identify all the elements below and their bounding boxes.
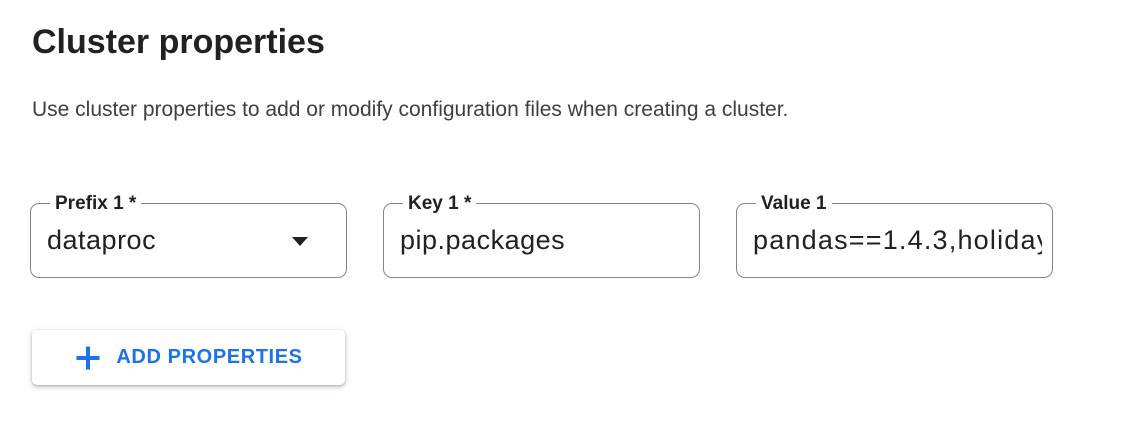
- add-properties-label: ADD PROPERTIES: [116, 346, 303, 368]
- prefix-label: Prefix 1 *: [50, 192, 142, 215]
- key-field: Key 1 *: [383, 192, 700, 278]
- plus-icon: [76, 346, 100, 369]
- section-description: Use cluster properties to add or modify …: [32, 98, 789, 121]
- prefix-selected-value: dataproc: [47, 225, 157, 255]
- add-properties-button[interactable]: ADD PROPERTIES: [32, 330, 345, 385]
- key-input[interactable]: [384, 204, 699, 277]
- dropdown-arrow-icon: [292, 236, 308, 246]
- value-field: Value 1: [736, 192, 1053, 278]
- prefix-dropdown[interactable]: Prefix 1 * dataproc: [30, 192, 347, 278]
- value-input[interactable]: [737, 204, 1052, 277]
- page-title: Cluster properties: [32, 23, 325, 61]
